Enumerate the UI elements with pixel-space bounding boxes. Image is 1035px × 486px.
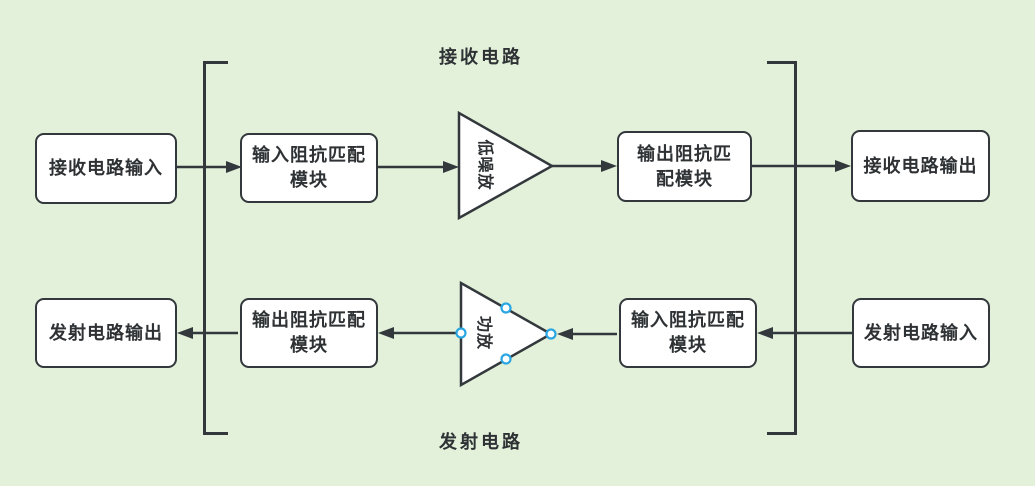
rx-output-match-label: 输出阻抗匹 配模块 xyxy=(637,143,732,189)
tx-output-label: 发射电路输出 xyxy=(49,322,163,343)
tx-output-match-box[interactable]: 输出阻抗匹配 模块 xyxy=(240,298,378,368)
arrowhead-rx-3 xyxy=(601,160,617,172)
rx-input-label: 接收电路输入 xyxy=(49,158,163,178)
lna-label: 低噪放 xyxy=(476,139,493,191)
connection-handle-bottom[interactable] xyxy=(500,353,512,365)
pa-label: 功放 xyxy=(475,315,492,350)
right-bracket xyxy=(767,61,797,435)
receive-circuit-title: 接收电路 xyxy=(439,47,523,67)
rx-input-match-label: 输入阻抗匹配 模块 xyxy=(252,145,366,190)
tx-output-match-label: 输出阻抗匹配 模块 xyxy=(252,310,366,355)
rx-output-label: 接收电路输出 xyxy=(863,155,978,176)
tx-input-match-label: 输入阻抗匹配 模块 xyxy=(631,310,745,355)
tx-input-label: 发射电路输入 xyxy=(864,322,978,343)
arrowhead-rx-1 xyxy=(226,161,242,173)
arrowhead-rx-2 xyxy=(443,161,459,173)
rx-input-match-box[interactable]: 输入阻抗匹配 模块 xyxy=(240,133,378,203)
arrowhead-tx-2 xyxy=(557,328,573,340)
rx-input-box[interactable]: 接收电路输入 xyxy=(35,133,177,204)
connection-handle-tip[interactable] xyxy=(545,328,557,340)
rx-output-match-box[interactable]: 输出阻抗匹 配模块 xyxy=(617,131,752,202)
arrowhead-tx-1 xyxy=(757,327,773,339)
connection-handle-left[interactable] xyxy=(455,327,467,339)
left-bracket xyxy=(203,61,228,435)
transmit-circuit-title: 发射电路 xyxy=(439,432,523,452)
tx-input-box[interactable]: 发射电路输入 xyxy=(852,298,990,368)
connection-handle-top[interactable] xyxy=(500,302,512,314)
tx-input-match-box[interactable]: 输入阻抗匹配 模块 xyxy=(619,298,757,368)
rx-output-box[interactable]: 接收电路输出 xyxy=(851,130,990,202)
lna-triangle[interactable] xyxy=(457,110,555,221)
arrowhead-rx-4 xyxy=(835,160,851,172)
arrowhead-tx-3 xyxy=(378,327,394,339)
tx-output-box[interactable]: 发射电路输出 xyxy=(35,298,177,368)
arrowhead-tx-4 xyxy=(177,327,193,339)
